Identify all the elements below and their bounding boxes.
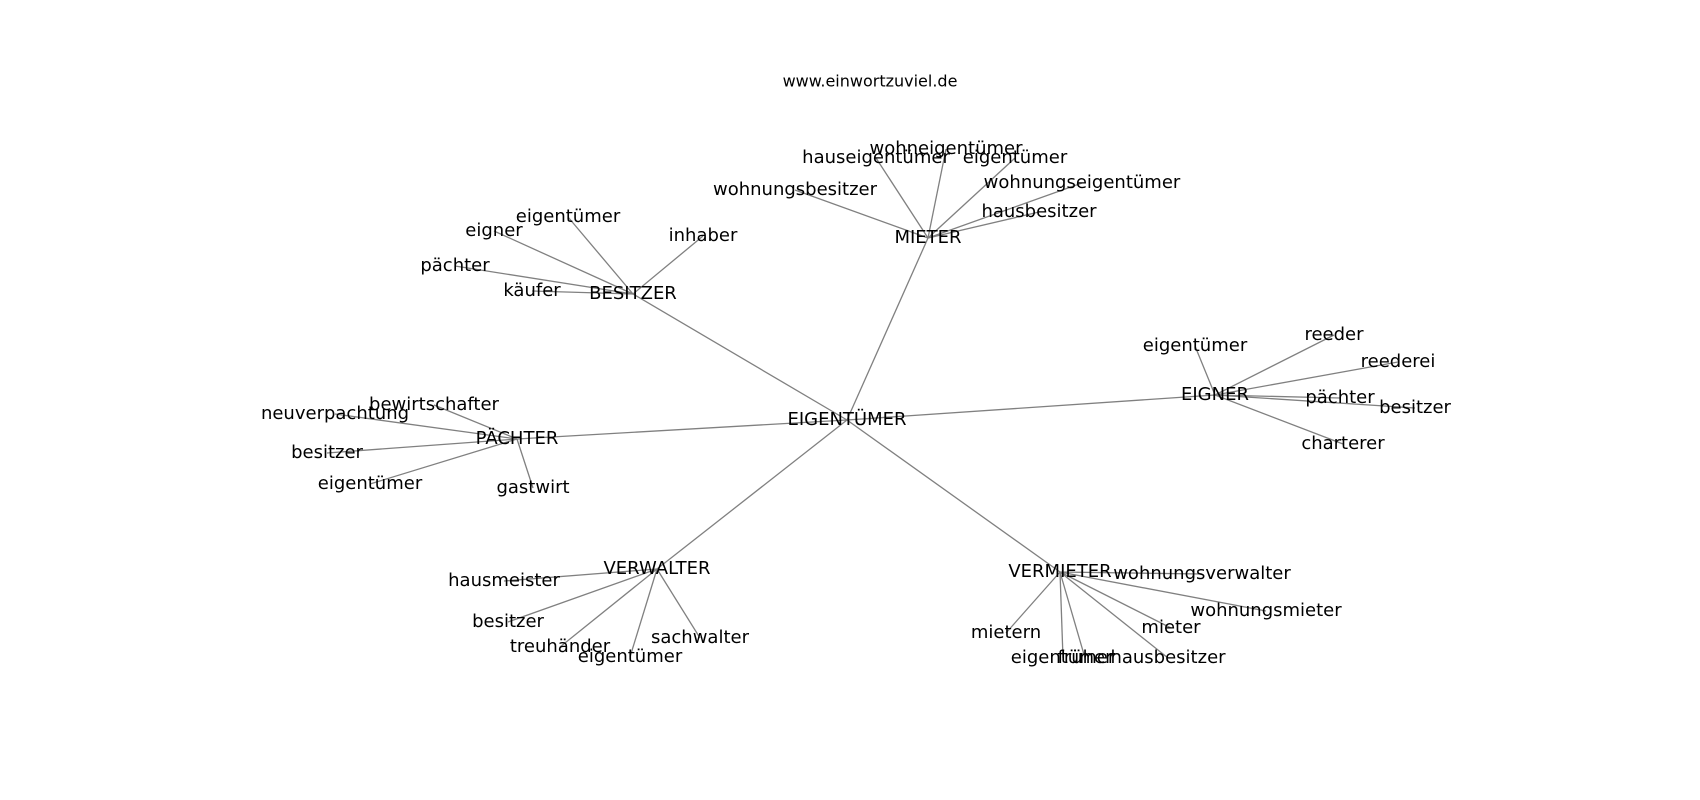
edge-mieter-mieter-hausbesitzer — [927, 211, 1040, 239]
edge-vermieter-vermieter-hausbesitzer — [1059, 571, 1169, 659]
node-vermieter-wohnungsverwalter: wohnungsverwalter — [1113, 563, 1291, 584]
node-paechter-bewirtschafter: bewirtschafter — [369, 394, 500, 415]
node-vermieter: VERMIETER — [1008, 561, 1111, 582]
node-root: EIGENTÜMER — [787, 408, 906, 430]
node-besitzer: BESITZER — [589, 283, 677, 304]
node-paechter-neuverpachtung: neuverpachtung — [261, 403, 409, 424]
node-eigner-eigentuemer: eigentümer — [1143, 335, 1248, 356]
node-besitzer-paechter: pächter — [420, 255, 490, 276]
edge-root-mieter — [846, 237, 929, 421]
site-url-label: www.einwortzuviel.de — [783, 72, 958, 91]
edge-vermieter-vermieter-frueher — [1059, 571, 1086, 659]
node-paechter-gastwirt: gastwirt — [496, 477, 569, 498]
edge-mieter-mieter-wohneigentuemer — [927, 148, 947, 239]
node-vermieter-eigentuemer: eigentümer — [1011, 647, 1116, 668]
edge-verwalter-verwalter-eigentuemer — [629, 568, 658, 658]
edge-root-verwalter — [656, 419, 848, 570]
edge-verwalter-verwalter-treuhaender — [559, 568, 658, 648]
graph-labels: www.einwortzuviel.de EIGENTÜMER MIETER BES… — [261, 72, 1452, 669]
edge-mieter-mieter-hauseigentuemer — [875, 157, 929, 239]
graph-edges — [326, 148, 1416, 659]
edge-verwalter-verwalter-besitzer — [507, 568, 658, 623]
edge-mieter-mieter-eigentuemer — [927, 157, 1016, 239]
edge-besitzer-besitzer-eigentuemer — [567, 216, 634, 295]
edge-root-vermieter — [846, 419, 1061, 573]
node-verwalter: VERWALTER — [603, 558, 710, 579]
edge-besitzer-besitzer-kaeufer — [531, 290, 634, 295]
edge-eigner-eigner-charterer — [1214, 394, 1344, 445]
node-eigner-paechter: pächter — [1305, 387, 1375, 408]
edge-paechter-paechter-eigentuemer — [369, 438, 518, 485]
edge-root-eigner — [846, 394, 1216, 421]
edge-besitzer-besitzer-inhaber — [632, 235, 704, 295]
edge-verwalter-verwalter-hausmeister — [503, 568, 658, 582]
node-mieter-hausbesitzer: hausbesitzer — [981, 201, 1097, 222]
node-mieter: MIETER — [894, 227, 961, 248]
node-besitzer-inhaber: inhaber — [669, 225, 738, 246]
node-verwalter-sachwalter: sachwalter — [651, 627, 750, 648]
edge-besitzer-besitzer-eigner — [493, 230, 634, 295]
edge-mieter-mieter-wohnungsbesitzer — [794, 189, 929, 239]
edge-eigner-eigner-eigentuemer — [1194, 345, 1216, 396]
edge-vermieter-vermieter-wohnungsverwalter — [1059, 571, 1203, 575]
node-verwalter-eigentuemer: eigentümer — [578, 646, 683, 667]
node-paechter-eigentuemer: eigentümer — [318, 473, 423, 494]
edge-paechter-paechter-neuverpachtung — [334, 413, 518, 440]
edge-vermieter-vermieter-mieter — [1059, 571, 1172, 629]
node-vermieter-mietern: mietern — [971, 622, 1041, 643]
edge-eigner-eigner-paechter — [1214, 394, 1341, 399]
node-eigner: EIGNER — [1181, 384, 1249, 405]
node-mieter-wohnungsbesitzer: wohnungsbesitzer — [713, 179, 878, 200]
node-vermieter-frueher: früher — [1057, 647, 1113, 668]
edge-eigner-eigner-besitzer — [1214, 394, 1416, 409]
node-mieter-eigentuemer: eigentümer — [963, 147, 1068, 168]
edge-vermieter-vermieter-wohnungsmieter — [1059, 571, 1267, 612]
node-eigner-reeder: reeder — [1304, 324, 1364, 345]
node-besitzer-eigner: eigner — [465, 220, 523, 241]
edge-eigner-eigner-reederei — [1214, 361, 1399, 396]
node-mieter-hauseigentuemer: hauseigentümer — [802, 147, 950, 168]
node-vermieter-mieter: mieter — [1141, 617, 1201, 638]
node-paechter: PÄCHTER — [476, 428, 559, 449]
node-eigner-reederei: reederei — [1361, 351, 1436, 372]
node-besitzer-eigentuemer: eigentümer — [516, 206, 621, 227]
node-paechter-besitzer: besitzer — [291, 442, 363, 463]
edge-paechter-paechter-besitzer — [326, 438, 518, 454]
edge-mieter-mieter-wohnungseigentuemer — [927, 182, 1083, 239]
edge-vermieter-vermieter-mietern — [1005, 571, 1061, 634]
edge-eigner-eigner-reeder — [1214, 334, 1335, 396]
node-verwalter-treuhaender: treuhänder — [510, 636, 611, 657]
edge-root-besitzer — [632, 293, 848, 421]
node-eigner-charterer: charterer — [1301, 433, 1385, 454]
edge-vermieter-vermieter-eigentuemer — [1059, 571, 1064, 659]
node-mieter-wohneigentuemer: wohneigentümer — [869, 138, 1023, 159]
node-mieter-wohnungseigentuemer: wohnungseigentümer — [984, 172, 1181, 193]
node-vermieter-wohnungsmieter: wohnungsmieter — [1190, 600, 1342, 621]
edge-paechter-paechter-gastwirt — [516, 438, 534, 489]
node-verwalter-besitzer: besitzer — [472, 611, 544, 632]
node-eigner-besitzer: besitzer — [1379, 397, 1451, 418]
edge-paechter-paechter-bewirtschafter — [433, 404, 518, 440]
edge-besitzer-besitzer-paechter — [454, 265, 634, 295]
node-vermieter-hausbesitzer: hausbesitzer — [1110, 647, 1226, 668]
node-verwalter-hausmeister: hausmeister — [448, 570, 560, 591]
edge-root-paechter — [516, 419, 848, 440]
edge-verwalter-verwalter-sachwalter — [656, 568, 701, 639]
node-besitzer-kaeufer: käufer — [503, 280, 561, 301]
